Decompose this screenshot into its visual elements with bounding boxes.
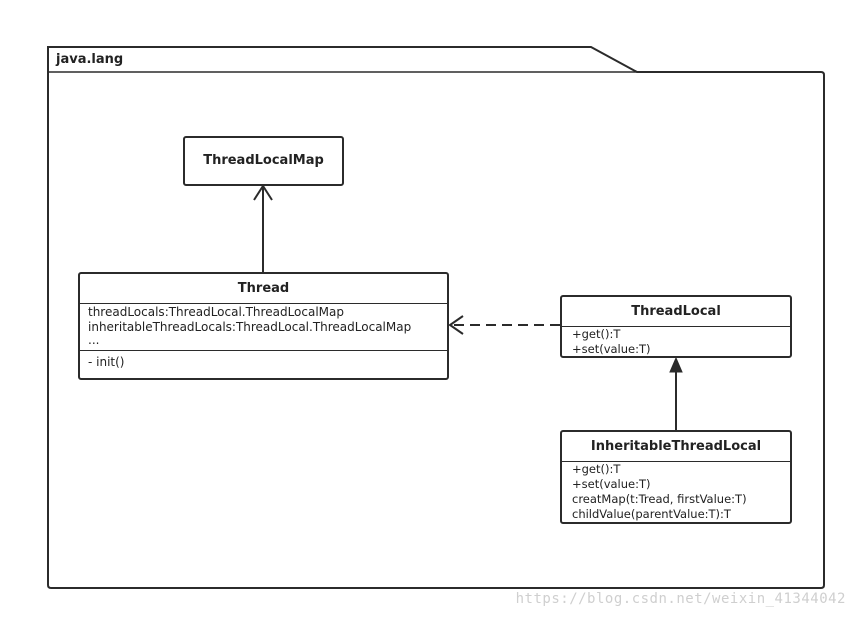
operations-section: +get():T +set(value:T) creatMap(t:Tread,… [562,461,790,522]
class-name: ThreadLocal [631,304,721,319]
attribute: threadLocals:ThreadLocal.ThreadLocalMap [88,305,344,319]
open-arrowhead-thread [448,315,464,335]
operations-section: +get():T +set(value:T) [562,326,790,357]
operation: +get():T [572,462,621,476]
operation: +get():T [572,327,621,341]
operation: creatMap(t:Tread, firstValue:T) [572,492,747,506]
operation: +set(value:T) [572,342,651,356]
operations-section: - init() [80,350,447,370]
open-arrowhead-threadlocalmap [253,184,273,201]
package-frame [47,46,825,589]
operation: - init() [88,355,125,369]
class-inheritablethreadlocal[interactable]: InheritableThreadLocal +get():T +set(val… [560,430,792,524]
class-threadlocal[interactable]: ThreadLocal +get():T +set(value:T) [560,295,792,358]
operation: childValue(parentValue:T):T [572,507,731,521]
watermark-text: https://blog.csdn.net/weixin_41344042 [515,591,846,607]
class-thread[interactable]: Thread threadLocals:ThreadLocal.ThreadLo… [78,272,449,380]
package-name: java.lang [56,52,124,67]
attribute: ... [88,333,100,347]
filled-arrowhead-threadlocal [669,356,683,373]
class-name: ThreadLocalMap [203,153,324,168]
attribute: inheritableThreadLocals:ThreadLocal.Thre… [88,320,412,334]
operation: +set(value:T) [572,477,651,491]
class-name: Thread [237,281,290,296]
attributes-section: threadLocals:ThreadLocal.ThreadLocalMap … [80,303,447,350]
class-name: InheritableThreadLocal [590,439,762,454]
class-threadlocalmap[interactable]: ThreadLocalMap [183,136,344,186]
